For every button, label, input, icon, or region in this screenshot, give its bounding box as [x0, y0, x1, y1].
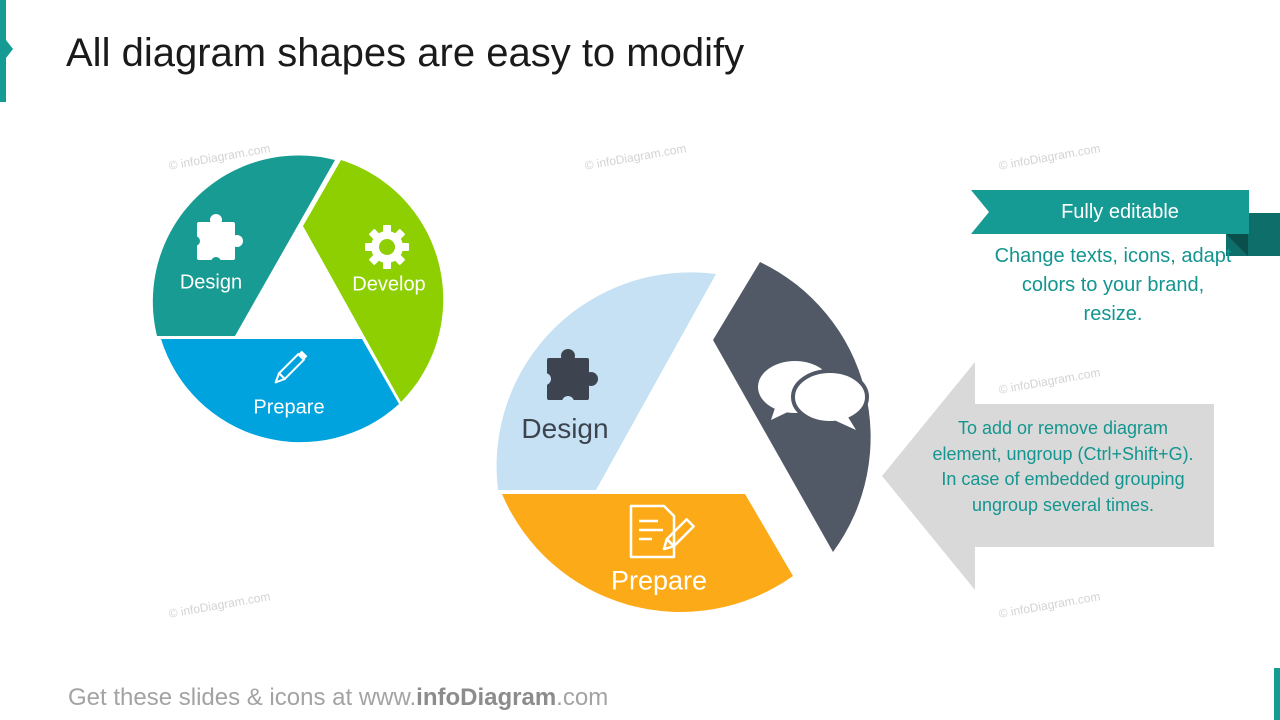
- ribbon-heading: Fully editable: [1061, 201, 1179, 223]
- segment-prepare-large[interactable]: [502, 494, 793, 612]
- segment-design-small[interactable]: [152, 155, 335, 336]
- puzzle-icon: [539, 349, 598, 408]
- segment-develop-small[interactable]: [303, 160, 444, 402]
- segment-design-large[interactable]: [496, 272, 716, 490]
- ungroup-instructions: To add or remove diagram element, ungrou…: [932, 418, 1194, 515]
- footer-credit: Get these slides & icons at www.infoDiag…: [68, 684, 608, 712]
- footer-brand: infoDiagram: [416, 684, 557, 711]
- title-accent-notch: [6, 40, 13, 58]
- pencil-icon: [274, 350, 308, 384]
- speech-bubbles-icon: [758, 361, 869, 430]
- gear-icon: [365, 225, 409, 269]
- segment-label-prepare-small: Prepare: [253, 396, 325, 419]
- editable-description: Change texts, icons, adapt colors to you…: [994, 245, 1232, 325]
- diagram-small: [152, 155, 444, 443]
- diagram-large: [496, 262, 871, 612]
- page-title: All diagram shapes are easy to modify: [66, 31, 745, 75]
- puzzle-icon: [190, 214, 243, 267]
- footer-accent-bar: [1274, 668, 1280, 720]
- document-edit-icon: [629, 504, 695, 559]
- segment-label-develop-small: Develop: [352, 273, 426, 296]
- segment-label-design-large: Design: [521, 413, 609, 444]
- footer-prefix: Get these slides & icons at www.: [68, 684, 417, 711]
- ribbon-fold-shadow: [1226, 234, 1248, 256]
- segment-prepare-small[interactable]: [161, 339, 399, 443]
- segment-label-design-small: Design: [179, 271, 243, 294]
- segment-label-prepare-large: Prepare: [610, 565, 708, 596]
- fully-editable-ribbon: Fully editable: [971, 190, 1249, 234]
- footer-suffix: .com: [556, 684, 609, 711]
- title-accent-bar: [0, 0, 6, 102]
